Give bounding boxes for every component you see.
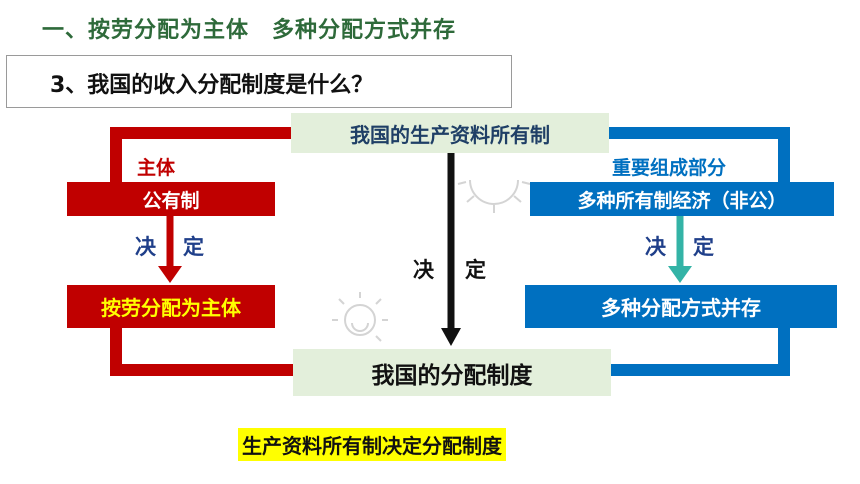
center-decides-char-2: 定 xyxy=(465,258,486,282)
left-frame-bottom-line xyxy=(110,323,296,376)
right-decides-char-1: 决 xyxy=(645,235,666,259)
page-title: 一、按劳分配为主体 多种分配方式并存 xyxy=(42,18,457,43)
multiple-distribution-box: 多种分配方式并存 xyxy=(525,285,837,328)
distribution-according-to-work-box: 按劳分配为主体 xyxy=(67,285,275,328)
distribution-system-box: 我国的分配制度 xyxy=(293,349,611,396)
ownership-system-box: 我国的生产资料所有制 xyxy=(291,113,609,153)
center-decides-char-1: 决 xyxy=(413,258,434,282)
right-role-label: 重要组成部分 xyxy=(612,157,727,179)
left-decides-char-2: 定 xyxy=(183,235,204,259)
conclusion-highlight: 生产资料所有制决定分配制度 xyxy=(238,428,506,461)
question-box xyxy=(6,55,512,108)
right-arrow-head xyxy=(668,266,692,283)
right-decides-char-2: 定 xyxy=(693,235,714,259)
public-ownership-box: 公有制 xyxy=(67,182,275,216)
left-decides-char-1: 决 xyxy=(135,235,156,259)
sun-icon xyxy=(457,179,531,213)
mixed-ownership-box: 多种所有制经济（非公） xyxy=(530,182,834,216)
left-frame-line xyxy=(110,127,300,182)
sun-icon xyxy=(332,292,388,342)
center-arrow-head xyxy=(441,328,461,346)
question-text: 3、我国的收入分配制度是什么？ xyxy=(50,73,374,98)
left-arrow-head xyxy=(158,266,182,283)
left-role-label: 主体 xyxy=(137,157,176,179)
right-frame-bottom-line xyxy=(606,323,790,376)
right-frame-line xyxy=(600,127,790,182)
